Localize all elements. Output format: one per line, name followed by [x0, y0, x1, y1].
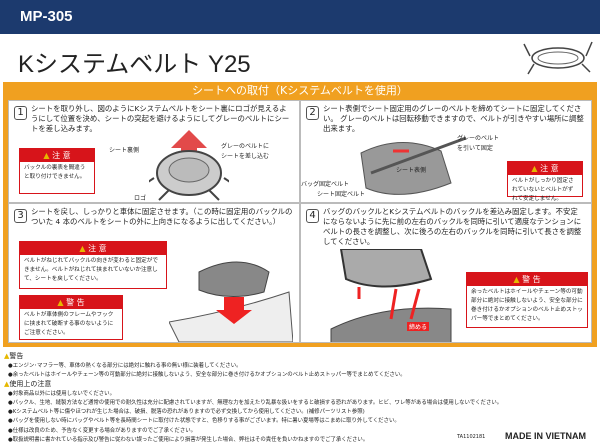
warning-text: 余ったベルトはホイールやチェーン等の可動部分に絶対に接触しないよう、安全な部分に…: [471, 289, 583, 322]
caution-title: 注 意: [52, 151, 71, 160]
product-belt-illustration: [523, 41, 593, 75]
caution-box: ▲ 注 意ベルトがねじれてバックルの向きが変わると固定ができません。ベルトがねじ…: [19, 241, 167, 289]
note-item: ●Kシステムベルト等に傷やほつれが生じた場合は、破損、脱落の恐れがありますので必…: [8, 409, 365, 416]
caution-box: ▲ 注 意ベルトがしっかり固定されていないとベルトがずれて安定しません。: [507, 161, 583, 202]
warning-heading: 警告: [9, 352, 24, 360]
warning-icon: ▲: [4, 380, 10, 389]
note-item: ●仕様は改良のため、予告なく変更する場合がありますのでご了承ください。: [8, 427, 196, 434]
document-code: TA1102181: [457, 434, 486, 440]
note-item: ●バッグを使用しない時にバッグやベルト等を長時間シートに取付けた状態ですと、色移…: [8, 418, 400, 425]
step-number: 2: [306, 106, 319, 120]
label: を引いて固定: [457, 145, 493, 152]
step-text: バッグのバックルとKシステムベルトのバックルを差込み固定します。不安定にならない…: [323, 207, 582, 246]
label: バッグ固定ベルト: [301, 181, 350, 188]
label: シート裏側: [109, 147, 140, 154]
caution-box: ▲ 注 意バックルの裏表を間違うと取り付けできません。: [19, 148, 95, 194]
note-item: ●取扱説明書に書かれている指示及び警告に従わない誤ったご使用により損害が発生した…: [8, 437, 369, 444]
notes-heading: 使用上の注意: [9, 380, 52, 389]
caution-title: 注 意: [88, 244, 107, 253]
seat-top-illustration: [360, 136, 467, 195]
warning-title: 警 告: [522, 275, 541, 284]
bag-attach-illustration: [330, 249, 452, 342]
caution-text: バックルの裏表を間違うと取り付けできません。: [24, 165, 86, 180]
warning-box: ▲ 警 告余ったベルトはホイールやチェーン等の可動部分に絶対に接触しないよう、安…: [466, 272, 588, 328]
seat-install-illustration: [169, 261, 293, 342]
section-title: シートへの取付（Kシステムベルトを使用）: [192, 84, 408, 97]
warning-icon: ▲: [4, 352, 10, 360]
step-1: 1 シートを取り外し、図のようにKシステムベルトをシート裏にロゴが見えるようにし…: [8, 100, 300, 203]
step-number: 1: [14, 106, 27, 120]
label: ロゴ: [134, 195, 147, 202]
tighten-label: 締める: [407, 322, 430, 331]
made-in-label: MADE IN VIETNAM: [505, 431, 586, 441]
warning-item: ●エンジン･マフラー等、車体の熱くなる部分には絶対に触れる事の無い様に装着してく…: [8, 362, 242, 369]
label: グレーのベルト: [457, 135, 500, 142]
step-number: 4: [306, 209, 319, 223]
step-3: 3 シートを戻し、しっかりと車体に固定させます。（この時に固定用のバックルのつい…: [8, 203, 300, 343]
label: シート固定ベルト: [317, 191, 366, 198]
footer-notes: ▲警告 ●エンジン･マフラー等、車体の熱くなる部分には絶対に触れる事の無い様に装…: [4, 352, 596, 445]
caution-title: 注 意: [540, 164, 559, 173]
caution-text: ベルトがねじれてバックルの向きが変わると固定ができません。ベルトがねじれて挟まれ…: [24, 258, 158, 282]
note-item: ●対象商品以外には使用しないでください。: [8, 390, 115, 397]
warning-item: ●余ったベルトはホイールやチェーン等の可動部分に絶対に接触しないよう、安全な部分…: [8, 371, 406, 378]
step-number: 3: [14, 209, 27, 223]
note-item: ●バックル、生地、縫製方法など通常の使用での耐久性は充分に配慮されていますが、無…: [8, 399, 503, 406]
label: シートを差し込む: [221, 153, 270, 160]
header-bar: MP-305: [0, 0, 600, 34]
step-2: 2 シート表側でシート固定用のグレーのベルトを締めてシートに固定してください。 …: [300, 100, 592, 203]
warning-box: ▲ 警 告ベルトが車体側のフレームやフックに挟まれて破断する事のないようにご注意…: [19, 295, 123, 340]
model-number: MP-305: [20, 8, 73, 25]
installation-section: シートへの取付（Kシステムベルトを使用） 1 シートを取り外し、図のようにKシス…: [3, 82, 597, 347]
step-4: 4 バッグのバックルとKシステムベルトのバックルを差込み固定します。不安定になら…: [300, 203, 592, 343]
step-text: シート表側でシート固定用のグレーのベルトを締めてシートに固定してください。 グレ…: [323, 104, 584, 133]
step-text: シートを戻し、しっかりと車体に固定させます。（この時に固定用のバックルのついた …: [31, 207, 293, 226]
caution-text: ベルトがしっかり固定されていないとベルトがずれて安定しません。: [512, 178, 574, 202]
warning-title: 警 告: [66, 298, 85, 307]
step-text: シートを取り外し、図のようにKシステムベルトをシート裏にロゴが見えるようにして位…: [31, 104, 290, 133]
seat-underside-illustration: [149, 130, 229, 201]
page-title: Kシステムベルト Y25: [18, 51, 251, 78]
label: シート表側: [396, 167, 427, 174]
warning-text: ベルトが車体側のフレームやフックに挟まれて破断する事のないようにご注意ください。: [24, 312, 114, 336]
label: グレーのベルトに: [221, 143, 270, 150]
